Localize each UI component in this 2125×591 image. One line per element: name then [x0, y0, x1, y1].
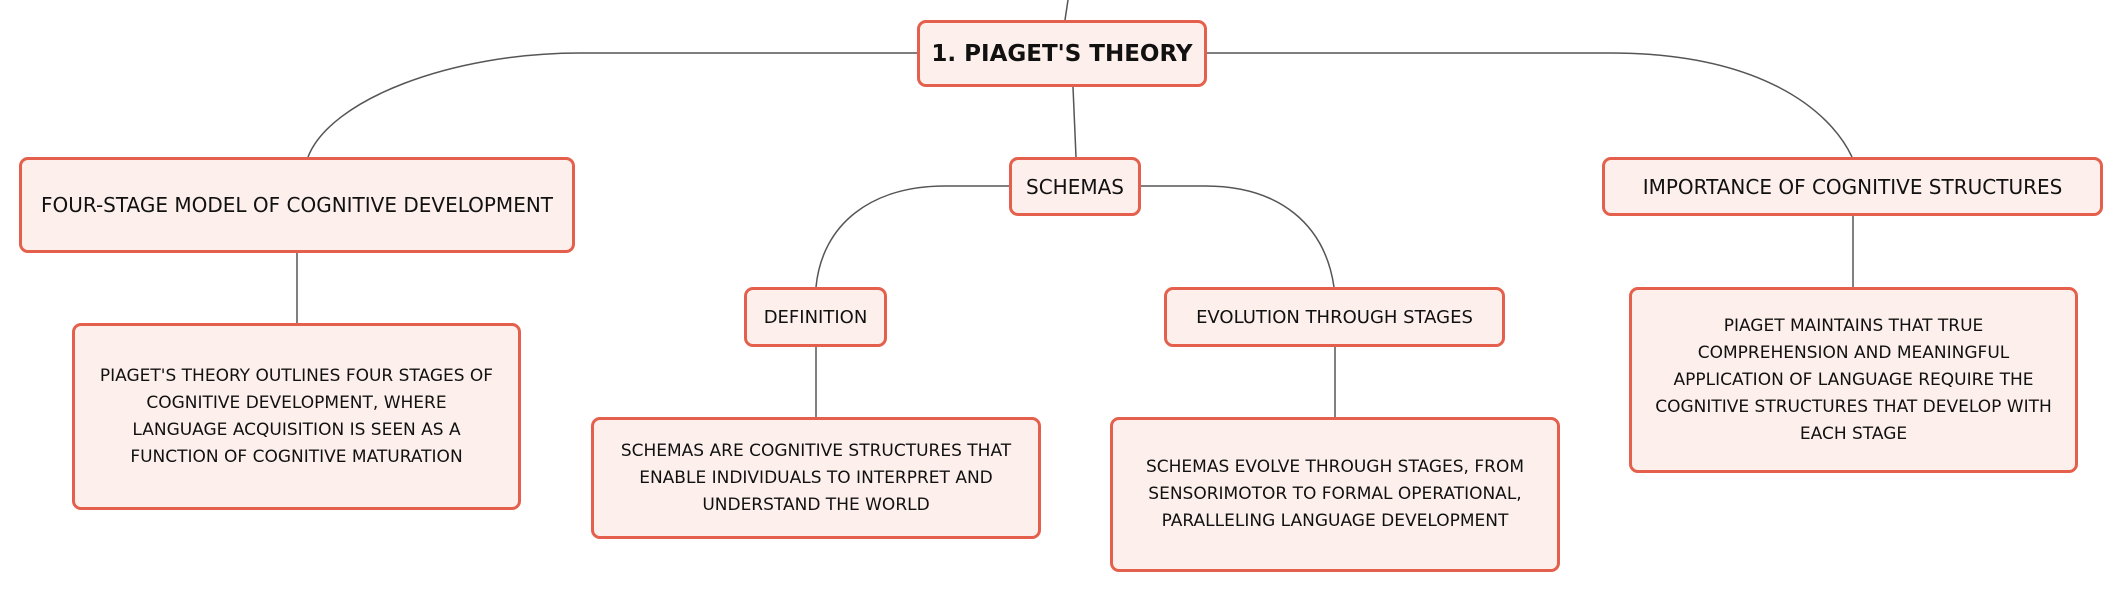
topic-evolution-label: EVOLUTION THROUGH STAGES [1196, 306, 1473, 328]
topic-evolution-through-stages[interactable]: EVOLUTION THROUGH STAGES [1164, 287, 1505, 347]
root-topic-label: 1. PIAGET'S THEORY [931, 40, 1193, 67]
connector-root-parent [1064, 0, 1069, 21]
detail-definition-text: SCHEMAS ARE COGNITIVE STRUCTURES THAT EN… [620, 440, 1012, 515]
topic-schemas[interactable]: SCHEMAS [1009, 157, 1141, 216]
topic-definition[interactable]: DEFINITION [744, 287, 887, 347]
connector-schemas-definition [815, 185, 1009, 288]
topic-four-stage-model[interactable]: FOUR-STAGE MODEL OF COGNITIVE DEVELOPMEN… [19, 157, 575, 253]
detail-evolution-through-stages[interactable]: SCHEMAS EVOLVE THROUGH STAGES, FROM SENS… [1110, 417, 1560, 572]
connector-root-schemas [1072, 86, 1077, 158]
detail-evolution-text: SCHEMAS EVOLVE THROUGH STAGES, FROM SENS… [1145, 457, 1524, 531]
connector-root-importance [1207, 52, 1853, 158]
root-topic[interactable]: 1. PIAGET'S THEORY [917, 20, 1207, 87]
detail-importance-of-cognitive-structures[interactable]: PIAGET MAINTAINS THAT TRUE COMPREHENSION… [1629, 287, 2078, 473]
topic-schemas-label: SCHEMAS [1026, 174, 1124, 199]
connector-schemas-evolution [1141, 185, 1335, 288]
topic-importance-label: IMPORTANCE OF COGNITIVE STRUCTURES [1642, 174, 2063, 199]
detail-four-stage-model[interactable]: PIAGET'S THEORY OUTLINES FOUR STAGES OF … [72, 323, 521, 510]
topic-definition-label: DEFINITION [763, 306, 868, 328]
connector-root-four-stage [307, 52, 917, 158]
topic-importance-of-cognitive-structures[interactable]: IMPORTANCE OF COGNITIVE STRUCTURES [1602, 157, 2103, 216]
detail-four-stage-model-text: PIAGET'S THEORY OUTLINES FOUR STAGES OF … [99, 365, 494, 467]
topic-four-stage-model-label: FOUR-STAGE MODEL OF COGNITIVE DEVELOPMEN… [40, 193, 554, 217]
detail-importance-text: PIAGET MAINTAINS THAT TRUE COMPREHENSION… [1655, 315, 2052, 444]
detail-definition[interactable]: SCHEMAS ARE COGNITIVE STRUCTURES THAT EN… [591, 417, 1041, 539]
